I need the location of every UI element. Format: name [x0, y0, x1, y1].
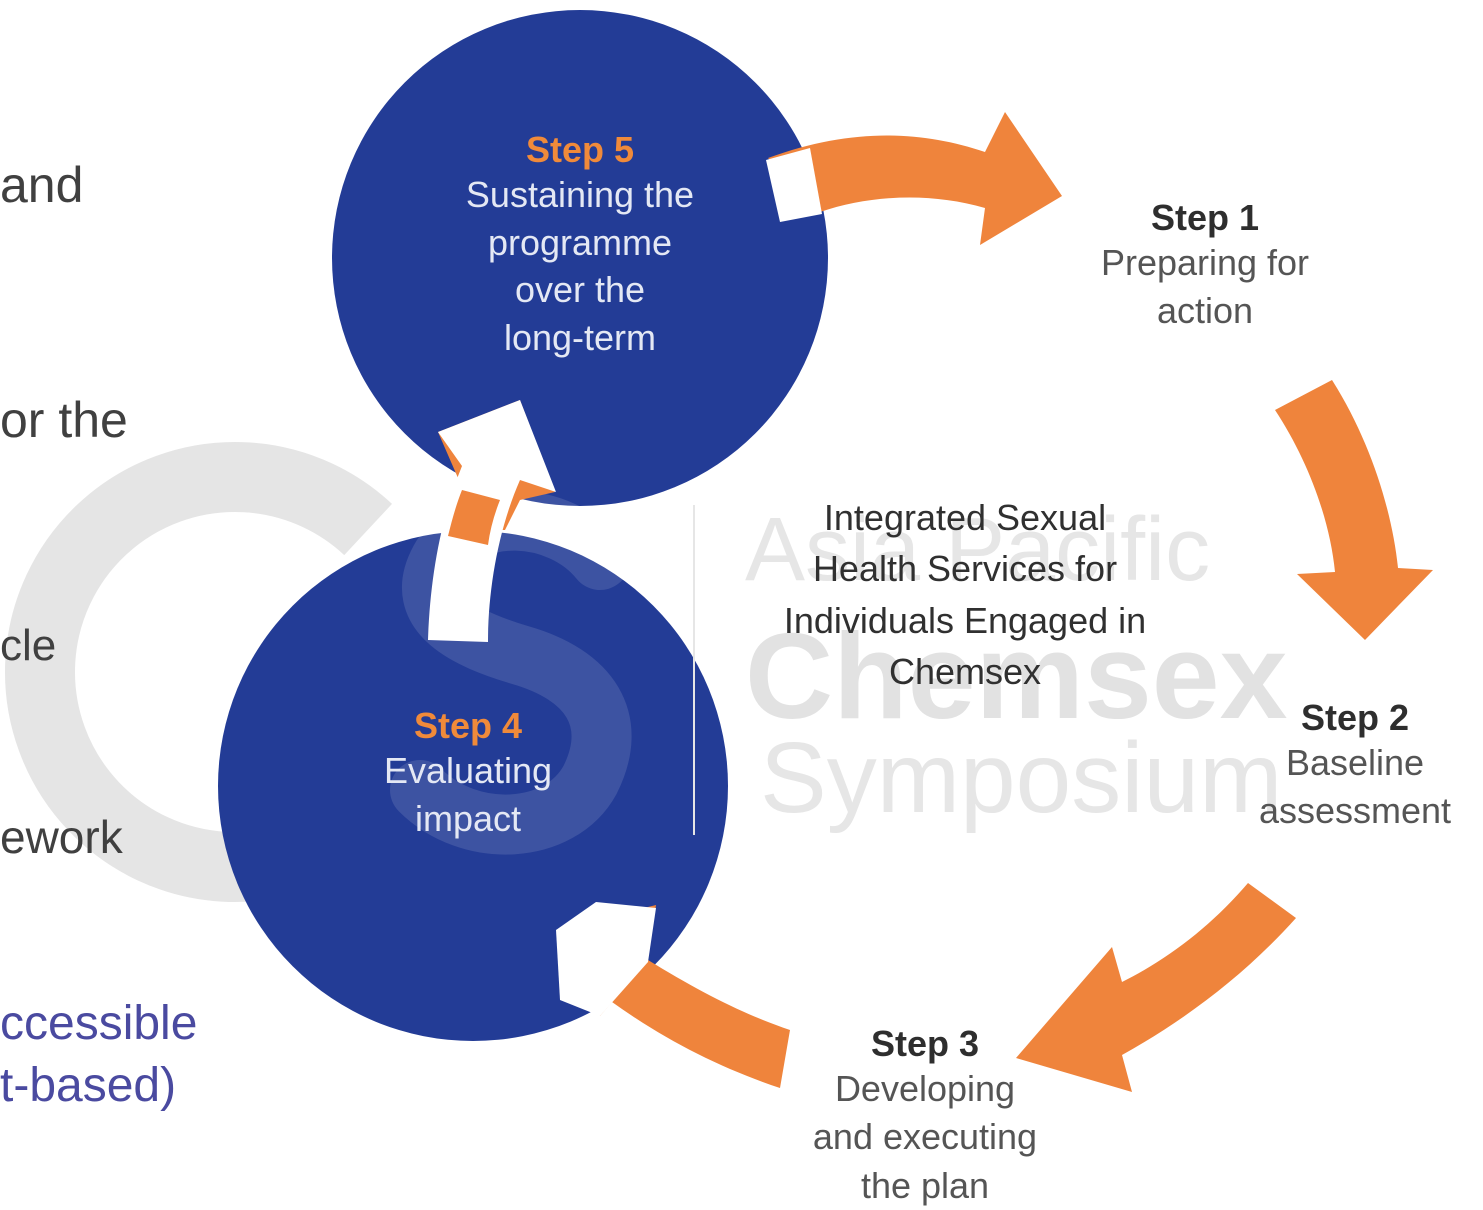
step3-desc-line: and executing [812, 1116, 1038, 1158]
step1-desc-line: action [1156, 289, 1254, 331]
step2-desc-line: assessment [1258, 789, 1452, 831]
bullet-fragment: cle [0, 621, 57, 670]
step5-circle [332, 10, 828, 506]
center-caption-line: Individuals Engaged in [783, 599, 1147, 641]
step2-desc-line: Baseline [1285, 742, 1425, 784]
center-caption-line: Chemsex [888, 651, 1042, 693]
step3-number: Step 3 [870, 1023, 980, 1064]
watermark-chemsex: Chemsex [745, 608, 1288, 744]
arrow-step2-to-step3 [1016, 883, 1296, 1092]
step5-number: Step 5 [525, 129, 635, 170]
bullet-fragment-link[interactable]: t-based) [0, 1059, 177, 1112]
step2-label: Step 2 Baseline assessment [1235, 696, 1475, 834]
step2-number: Step 2 [1300, 697, 1410, 738]
center-caption: Integrated Sexual Health Services for In… [745, 492, 1185, 698]
bullet-fragment: and [0, 157, 84, 213]
arrow-step1-to-step2 [1275, 380, 1433, 640]
step3-desc-line: the plan [860, 1164, 990, 1206]
step3-label: Step 3 Developing and executing the plan [775, 1022, 1075, 1210]
step5-desc-line: Sustaining the [465, 174, 695, 216]
center-caption-line: Health Services for [812, 548, 1118, 590]
bullet-fragment-link[interactable]: ccessible [0, 997, 198, 1050]
step3-desc-line: Developing [834, 1068, 1016, 1110]
step4-label: Step 4 Evaluating impact [343, 704, 593, 842]
step5-desc-line: long-term [503, 316, 657, 358]
step1-label: Step 1 Preparing for action [1060, 196, 1350, 334]
center-caption-line: Integrated Sexual [823, 497, 1107, 538]
step4-desc-line: impact [414, 797, 522, 839]
arrow-step5-to-step1 [766, 112, 1062, 245]
step1-number: Step 1 [1150, 197, 1260, 238]
watermark-divider [693, 505, 695, 835]
step4-number: Step 4 [413, 705, 523, 746]
arrow-step4-to-step5 [428, 400, 556, 642]
step5-desc-line: programme [487, 221, 673, 263]
bullet-fragment: or the [0, 392, 128, 448]
watermark-symposium: Symposium [760, 722, 1283, 834]
step4-desc-line: Evaluating [383, 750, 553, 792]
bullet-fragment: ework [0, 811, 123, 863]
step5-desc-line: over the [514, 269, 646, 311]
arrow-step3-to-step4 [556, 902, 790, 1088]
step1-desc-line: Preparing for [1100, 242, 1310, 284]
watermark-asia-pacific: Asia Pacific [745, 500, 1211, 600]
step5-label: Step 5 Sustaining the programme over the… [430, 128, 730, 361]
